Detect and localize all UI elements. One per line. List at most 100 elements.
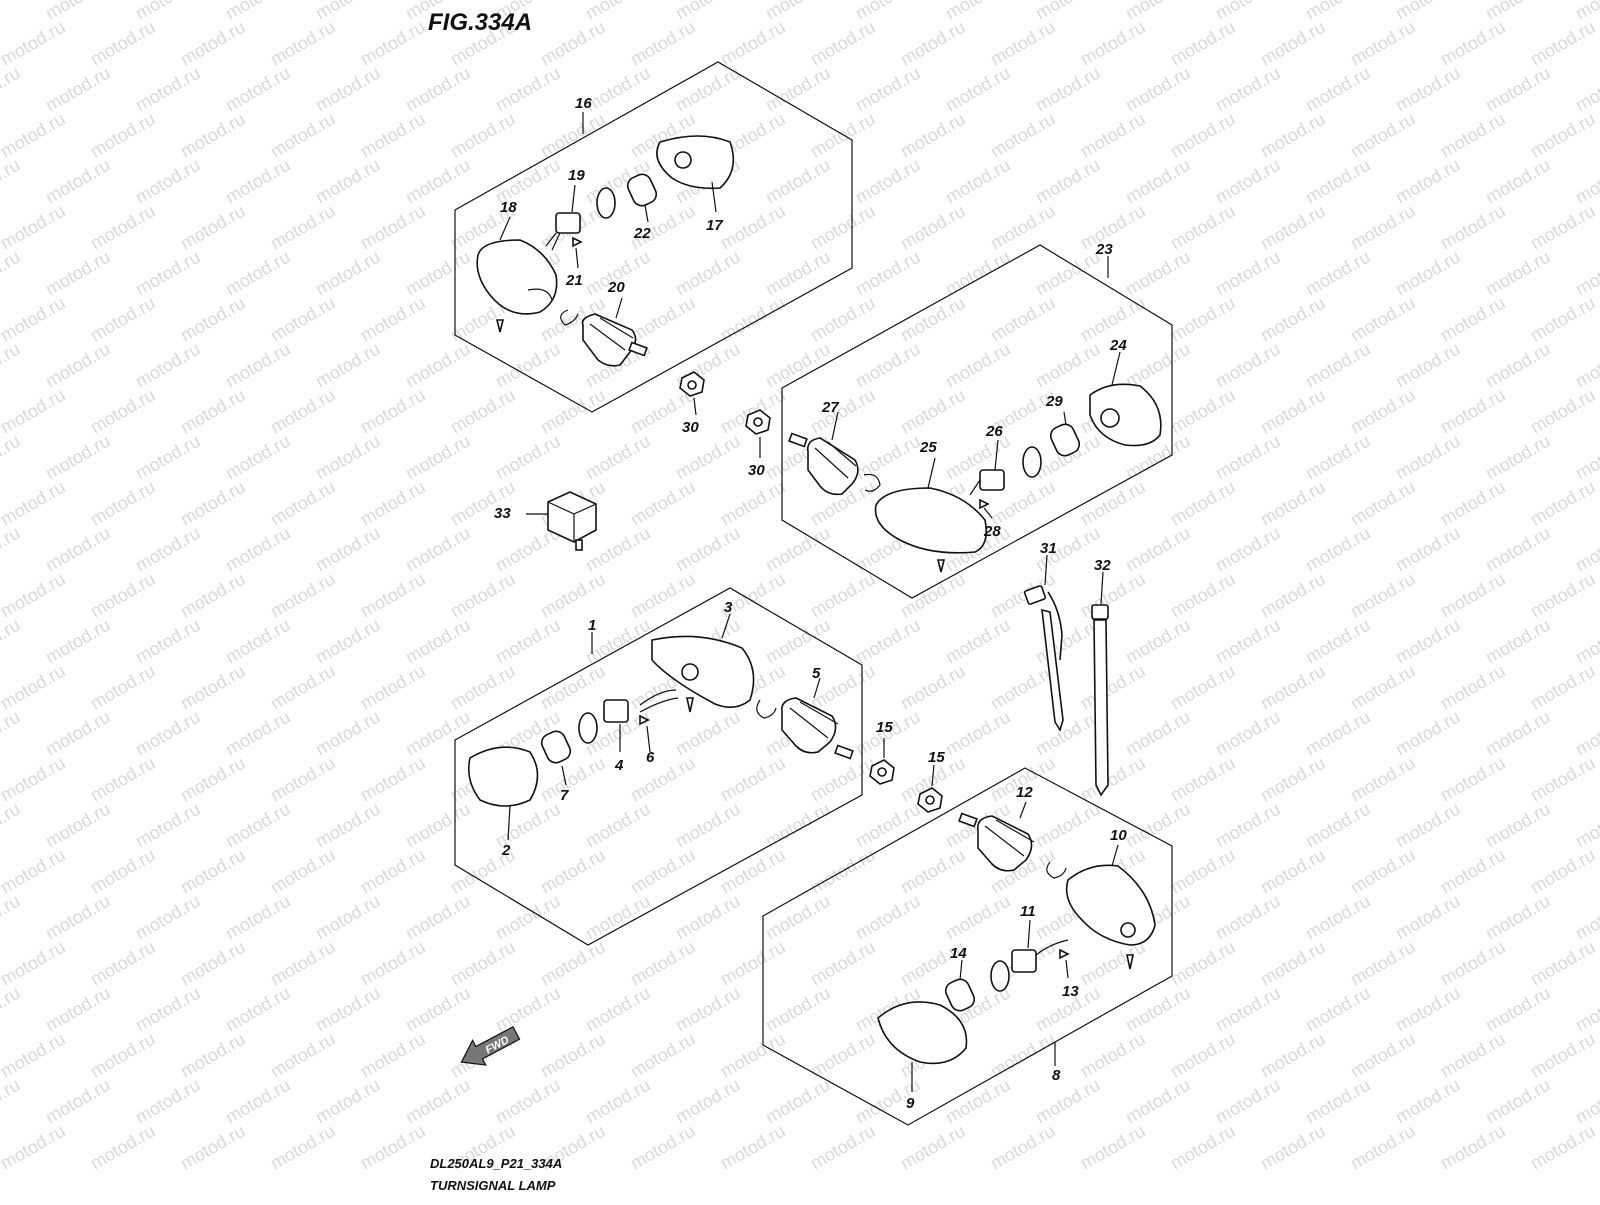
screw-21 bbox=[572, 236, 583, 248]
watermark-text: motod.ru bbox=[1437, 109, 1509, 162]
watermark-text: motod.ru bbox=[312, 707, 384, 760]
watermark-text: motod.ru bbox=[267, 109, 339, 162]
watermark-text: motod.ru bbox=[1572, 63, 1600, 116]
watermark-text: motod.ru bbox=[1077, 109, 1149, 162]
watermark-text: motod.ru bbox=[447, 661, 519, 714]
watermark-text: motod.ru bbox=[1302, 155, 1374, 208]
watermark-text: motod.ru bbox=[0, 707, 24, 760]
watermark-text: motod.ru bbox=[717, 845, 789, 898]
watermark-text: motod.ru bbox=[672, 891, 744, 944]
watermark-text: motod.ru bbox=[357, 385, 429, 438]
bulb-7 bbox=[540, 730, 572, 764]
watermark-text: motod.ru bbox=[1122, 1075, 1194, 1128]
watermark-text: motod.ru bbox=[852, 615, 924, 668]
watermark-text: motod.ru bbox=[1347, 17, 1419, 70]
watermark-text: motod.ru bbox=[1032, 339, 1104, 392]
label-15-b: 15 bbox=[928, 749, 945, 766]
watermark-text: motod.ru bbox=[1167, 845, 1239, 898]
watermark-text: motod.ru bbox=[357, 661, 429, 714]
lens-housing-24 bbox=[1089, 383, 1162, 447]
label-32: 32 bbox=[1094, 557, 1111, 574]
watermark-text: motod.ru bbox=[1257, 937, 1329, 990]
label-23: 23 bbox=[1095, 241, 1113, 258]
watermark-text: motod.ru bbox=[1122, 339, 1194, 392]
watermark-text: motod.ru bbox=[0, 1121, 69, 1174]
watermark-text: motod.ru bbox=[402, 891, 474, 944]
watermark-text: motod.ru bbox=[177, 201, 249, 254]
watermark-text: motod.ru bbox=[1527, 937, 1599, 990]
label-33: 33 bbox=[494, 505, 511, 522]
watermark-text: motod.ru bbox=[0, 615, 24, 668]
nut-30-b bbox=[745, 409, 771, 458]
watermark-text: motod.ru bbox=[762, 983, 834, 1036]
watermark-text: motod.ru bbox=[1482, 339, 1554, 392]
watermark-text: motod.ru bbox=[852, 247, 924, 300]
watermark-text: motod.ru bbox=[1257, 845, 1329, 898]
watermark-text: motod.ru bbox=[222, 1075, 294, 1128]
watermark-text: motod.ru bbox=[762, 155, 834, 208]
watermark-text: motod.ru bbox=[807, 937, 879, 990]
watermark-text: motod.ru bbox=[1482, 431, 1554, 484]
watermark-text: motod.ru bbox=[447, 569, 519, 622]
watermark-text: motod.ru bbox=[492, 983, 564, 1036]
label-30-a: 30 bbox=[682, 419, 699, 436]
watermark-text: motod.ru bbox=[87, 201, 159, 254]
circlip bbox=[756, 699, 777, 719]
watermark-text: motod.ru bbox=[42, 431, 114, 484]
screw bbox=[495, 319, 505, 333]
watermark-text: motod.ru bbox=[312, 431, 384, 484]
watermark-text: motod.ru bbox=[1572, 799, 1600, 852]
watermark-text: motod.ru bbox=[1257, 1029, 1329, 1082]
watermark-text: motod.ru bbox=[1167, 1121, 1239, 1174]
watermark-text: motod.ru bbox=[0, 0, 24, 23]
watermark-text: motod.ru bbox=[0, 523, 24, 576]
watermark-text: motod.ru bbox=[357, 17, 429, 70]
watermark-text: motod.ru bbox=[1167, 661, 1239, 714]
watermark-text: motod.ru bbox=[627, 845, 699, 898]
watermark-text: motod.ru bbox=[132, 63, 204, 116]
label-17: 17 bbox=[706, 217, 723, 234]
watermark-text: motod.ru bbox=[1077, 17, 1149, 70]
watermark-text: motod.ru bbox=[312, 891, 384, 944]
watermark-text: motod.ru bbox=[402, 799, 474, 852]
watermark-text: motod.ru bbox=[1257, 477, 1329, 530]
watermark-text: motod.ru bbox=[132, 799, 204, 852]
watermark-text: motod.ru bbox=[807, 201, 879, 254]
watermark-text: motod.ru bbox=[987, 109, 1059, 162]
label-15-a: 15 bbox=[876, 719, 893, 736]
watermark-text: motod.ru bbox=[942, 247, 1014, 300]
label-24: 24 bbox=[1109, 337, 1127, 354]
watermark-text: motod.ru bbox=[537, 845, 609, 898]
watermark-text: motod.ru bbox=[1257, 1121, 1329, 1174]
circlip bbox=[560, 309, 579, 326]
watermark-text: motod.ru bbox=[222, 431, 294, 484]
housing-3 bbox=[651, 635, 755, 708]
watermark-text: motod.ru bbox=[87, 1029, 159, 1082]
assembly-8 bbox=[762, 767, 1173, 1126]
watermark-text: motod.ru bbox=[177, 937, 249, 990]
watermark-text: motod.ru bbox=[942, 707, 1014, 760]
watermark-text: motod.ru bbox=[582, 1075, 654, 1128]
watermark-text: motod.ru bbox=[1482, 63, 1554, 116]
watermark-text: motod.ru bbox=[0, 339, 24, 392]
screw bbox=[936, 559, 946, 573]
watermark-text: motod.ru bbox=[537, 937, 609, 990]
watermark-text: motod.ru bbox=[942, 615, 1014, 668]
watermark-text: motod.ru bbox=[222, 155, 294, 208]
assembly-23-outline bbox=[781, 244, 1173, 599]
watermark-text: motod.ru bbox=[1212, 983, 1284, 1036]
watermark-text: motod.ru bbox=[0, 155, 24, 208]
watermark-text: motod.ru bbox=[1077, 477, 1149, 530]
watermark-text: motod.ru bbox=[717, 1121, 789, 1174]
watermark-text: motod.ru bbox=[312, 615, 384, 668]
watermark-text: motod.ru bbox=[312, 247, 384, 300]
socket-4 bbox=[603, 699, 629, 723]
watermark-text: motod.ru bbox=[762, 63, 834, 116]
watermark-text: motod.ru bbox=[492, 615, 564, 668]
watermark-text: motod.ru bbox=[87, 937, 159, 990]
watermark-text: motod.ru bbox=[897, 17, 969, 70]
watermark-text: motod.ru bbox=[42, 1075, 114, 1128]
watermark-text: motod.ru bbox=[1167, 17, 1239, 70]
assembly-8-outline bbox=[762, 767, 1173, 1126]
watermark-text: motod.ru bbox=[1077, 661, 1149, 714]
